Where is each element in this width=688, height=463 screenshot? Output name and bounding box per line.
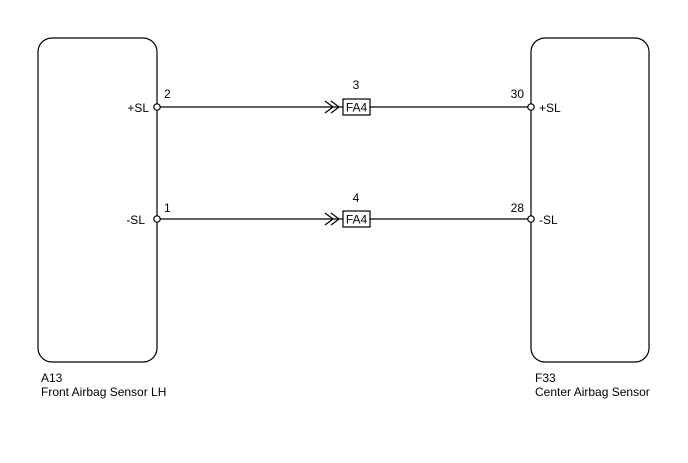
component-code-a13: A13: [41, 371, 63, 385]
connector-arrow-icon: [330, 100, 340, 114]
terminal-dot: [153, 215, 161, 223]
component-name-a13: Front Airbag Sensor LH: [41, 385, 166, 399]
left-pin-number: 1: [164, 201, 171, 215]
right-pin-number: 30: [511, 87, 525, 101]
component-name-f33: Center Airbag Sensor: [535, 385, 650, 399]
connector-arrow-icon: [324, 100, 334, 114]
component-code-f33: F33: [535, 371, 556, 385]
circuit-plus-sl: FA4 +SL 2 3 30 +SL: [127, 78, 561, 116]
left-signal-label: +SL: [127, 101, 149, 115]
left-signal-label: -SL: [126, 213, 145, 227]
right-signal-label: -SL: [539, 213, 558, 227]
terminal-dot: [153, 103, 161, 111]
connector-label: FA4: [346, 101, 368, 115]
terminal-dot: [527, 103, 535, 111]
connector-label: FA4: [346, 213, 368, 227]
component-box-a13: [37, 37, 158, 363]
connector-arrow-icon: [330, 212, 340, 226]
connector-arrow-icon: [324, 212, 334, 226]
right-pin-number: 28: [511, 201, 525, 215]
terminal-dot: [527, 215, 535, 223]
left-pin-number: 2: [164, 87, 171, 101]
component-box-f33: [530, 37, 650, 363]
circuit-minus-sl: FA4 -SL 1 4 28 -SL: [126, 191, 558, 228]
connector-pin-number: 4: [353, 191, 360, 205]
right-signal-label: +SL: [539, 101, 561, 115]
connector-pin-number: 3: [353, 78, 360, 92]
